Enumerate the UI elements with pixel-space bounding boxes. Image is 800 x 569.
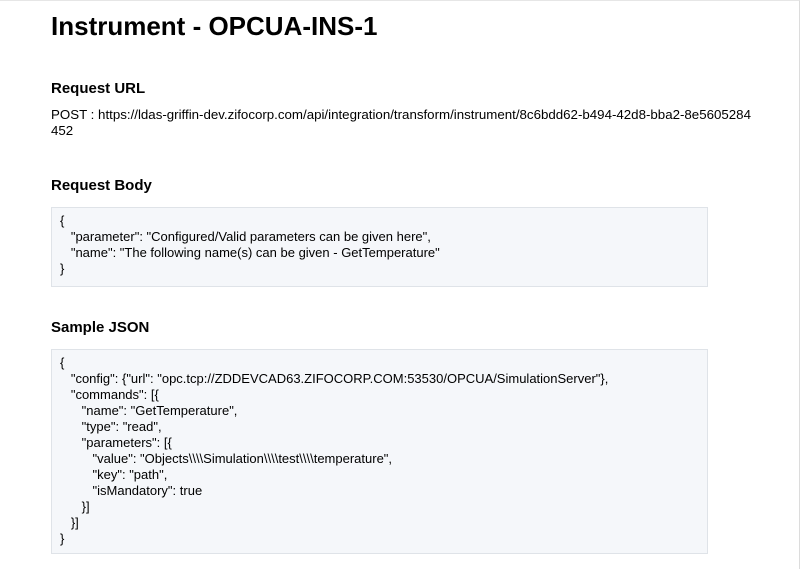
sample-json-heading: Sample JSON xyxy=(51,319,150,336)
sample-json-code-block: { "config": {"url": "opc.tcp://ZDDEVCAD6… xyxy=(51,349,708,554)
sample-json-code: { "config": {"url": "opc.tcp://ZDDEVCAD6… xyxy=(60,355,609,546)
page-title: Instrument - OPCUA-INS-1 xyxy=(51,11,378,41)
request-body-code: { "parameter": "Configured/Valid paramet… xyxy=(60,213,440,276)
request-url-text: POST : https://ldas-griffin-dev.zifocorp… xyxy=(51,107,751,138)
request-body-code-block: { "parameter": "Configured/Valid paramet… xyxy=(51,207,708,287)
request-body-heading: Request Body xyxy=(51,177,152,194)
request-url-heading: Request URL xyxy=(51,80,146,97)
